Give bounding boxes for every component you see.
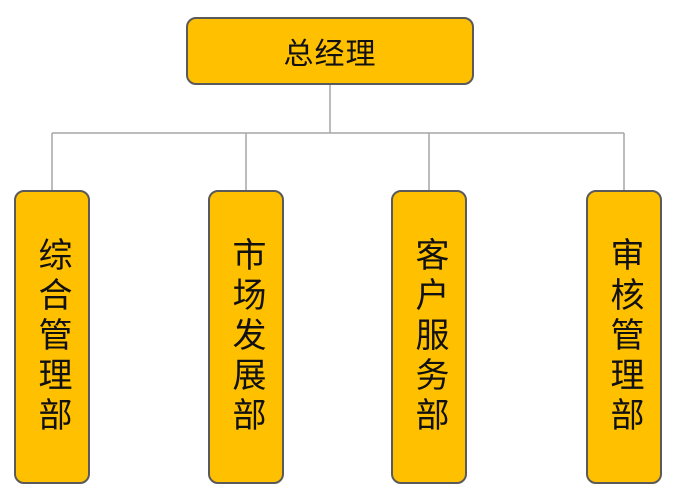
dept-node-general-management: 综合管理部 <box>14 190 90 484</box>
root-node-label: 总经理 <box>283 37 377 72</box>
dept-node-label: 综合管理部 <box>32 237 72 437</box>
dept-node-market-development: 市场发展部 <box>208 190 284 484</box>
dept-node-label: 客户服务部 <box>409 237 449 437</box>
dept-node-customer-service: 客户服务部 <box>391 190 467 484</box>
root-node-general-manager: 总经理 <box>186 17 474 85</box>
dept-node-label: 市场发展部 <box>226 237 266 437</box>
dept-node-audit-management: 审核管理部 <box>586 190 662 484</box>
dept-node-label: 审核管理部 <box>604 237 644 437</box>
